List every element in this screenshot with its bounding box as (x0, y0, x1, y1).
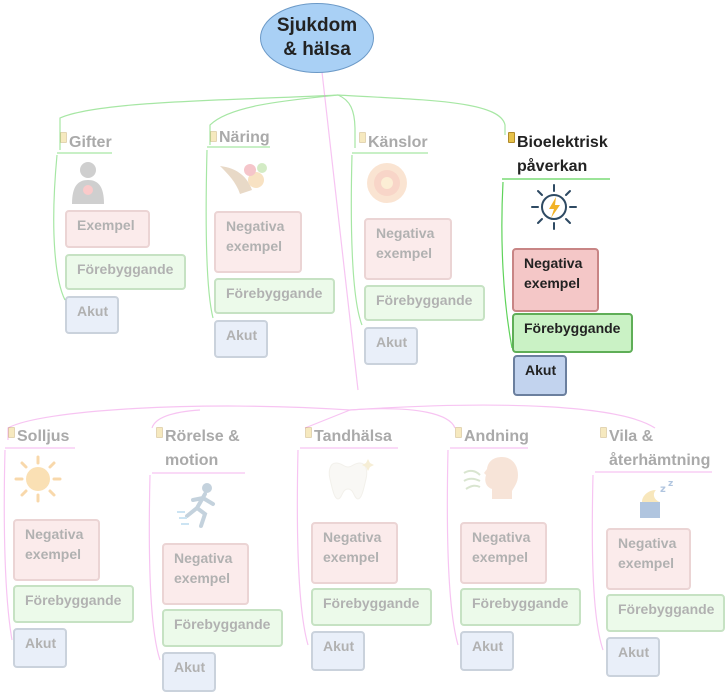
tandhalsa-preventive-box[interactable]: Förebyggande (311, 588, 432, 626)
vila-acute-box[interactable]: Akut (606, 637, 660, 677)
pencil-icon (156, 427, 163, 438)
topic-rorelse[interactable]: Rörelse & motion (165, 428, 240, 469)
kanslor-acute-box[interactable]: Akut (364, 327, 418, 365)
topic-solljus[interactable]: Solljus (17, 428, 70, 445)
svg-text:z: z (660, 484, 666, 495)
topic-gifter[interactable]: Gifter (69, 134, 112, 151)
running-person-icon (177, 483, 215, 528)
vila-preventive-box[interactable]: Förebyggande (606, 594, 725, 632)
rorelse-preventive-box[interactable]: Förebyggande (162, 609, 283, 647)
sleeping-moon-icon: z z (640, 479, 673, 518)
topic-andning[interactable]: Andning (464, 428, 529, 445)
vila-negative-box[interactable]: Negativa exempel (606, 528, 691, 590)
svg-text:z: z (668, 479, 673, 489)
kanslor-negative-box[interactable]: Negativa exempel (364, 218, 452, 280)
pencil-icon (305, 427, 312, 438)
central-topic[interactable]: Sjukdom & hälsa (260, 3, 374, 73)
gifter-acute-box[interactable]: Akut (65, 296, 119, 334)
solljus-acute-box[interactable]: Akut (13, 628, 67, 668)
toxic-body-icon (72, 162, 104, 204)
pencil-icon (210, 131, 217, 142)
tandhalsa-acute-box[interactable]: Akut (311, 631, 365, 671)
pencil-icon (359, 132, 366, 143)
andning-negative-box[interactable]: Negativa exempel (460, 522, 547, 584)
topic-naring[interactable]: Näring (219, 129, 270, 146)
solljus-negative-box[interactable]: Negativa exempel (13, 519, 100, 581)
solljus-preventive-box[interactable]: Förebyggande (13, 585, 134, 623)
rorelse-acute-box[interactable]: Akut (162, 652, 216, 692)
topic-vila[interactable]: Vila & återhämtning (609, 428, 711, 469)
pencil-icon (455, 427, 462, 438)
topic-tandhalsa[interactable]: Tandhälsa (314, 428, 392, 445)
topic-kanslor[interactable]: Känslor (368, 134, 428, 151)
kanslor-preventive-box[interactable]: Förebyggande (364, 285, 485, 321)
food-cornucopia-icon (220, 163, 267, 194)
pencil-icon (8, 427, 15, 438)
electric-brain-icon (531, 184, 577, 230)
gifter-example-box[interactable]: Exempel (65, 210, 150, 248)
naring-acute-box[interactable]: Akut (214, 320, 268, 358)
bioel-preventive-box[interactable]: Förebyggande (512, 313, 633, 353)
emotion-flower-icon (367, 163, 407, 203)
sun-icon (14, 455, 62, 503)
breathing-head-icon (463, 457, 518, 499)
rorelse-negative-box[interactable]: Negativa exempel (162, 543, 249, 605)
andning-acute-box[interactable]: Akut (460, 631, 514, 671)
tandhalsa-negative-box[interactable]: Negativa exempel (311, 522, 398, 584)
naring-negative-box[interactable]: Negativa exempel (214, 211, 302, 273)
andning-preventive-box[interactable]: Förebyggande (460, 588, 581, 626)
tooth-icon (328, 459, 374, 500)
gifter-preventive-box[interactable]: Förebyggande (65, 254, 186, 290)
pencil-icon (508, 132, 515, 143)
pencil-icon (60, 132, 67, 143)
naring-preventive-box[interactable]: Förebyggande (214, 278, 335, 314)
pencil-icon (600, 427, 607, 438)
bioel-acute-box[interactable]: Akut (513, 355, 567, 396)
bioel-negative-box[interactable]: Negativa exempel (512, 248, 599, 312)
topic-bioelektrisk[interactable]: Bioelektrisk påverkan (517, 134, 608, 175)
